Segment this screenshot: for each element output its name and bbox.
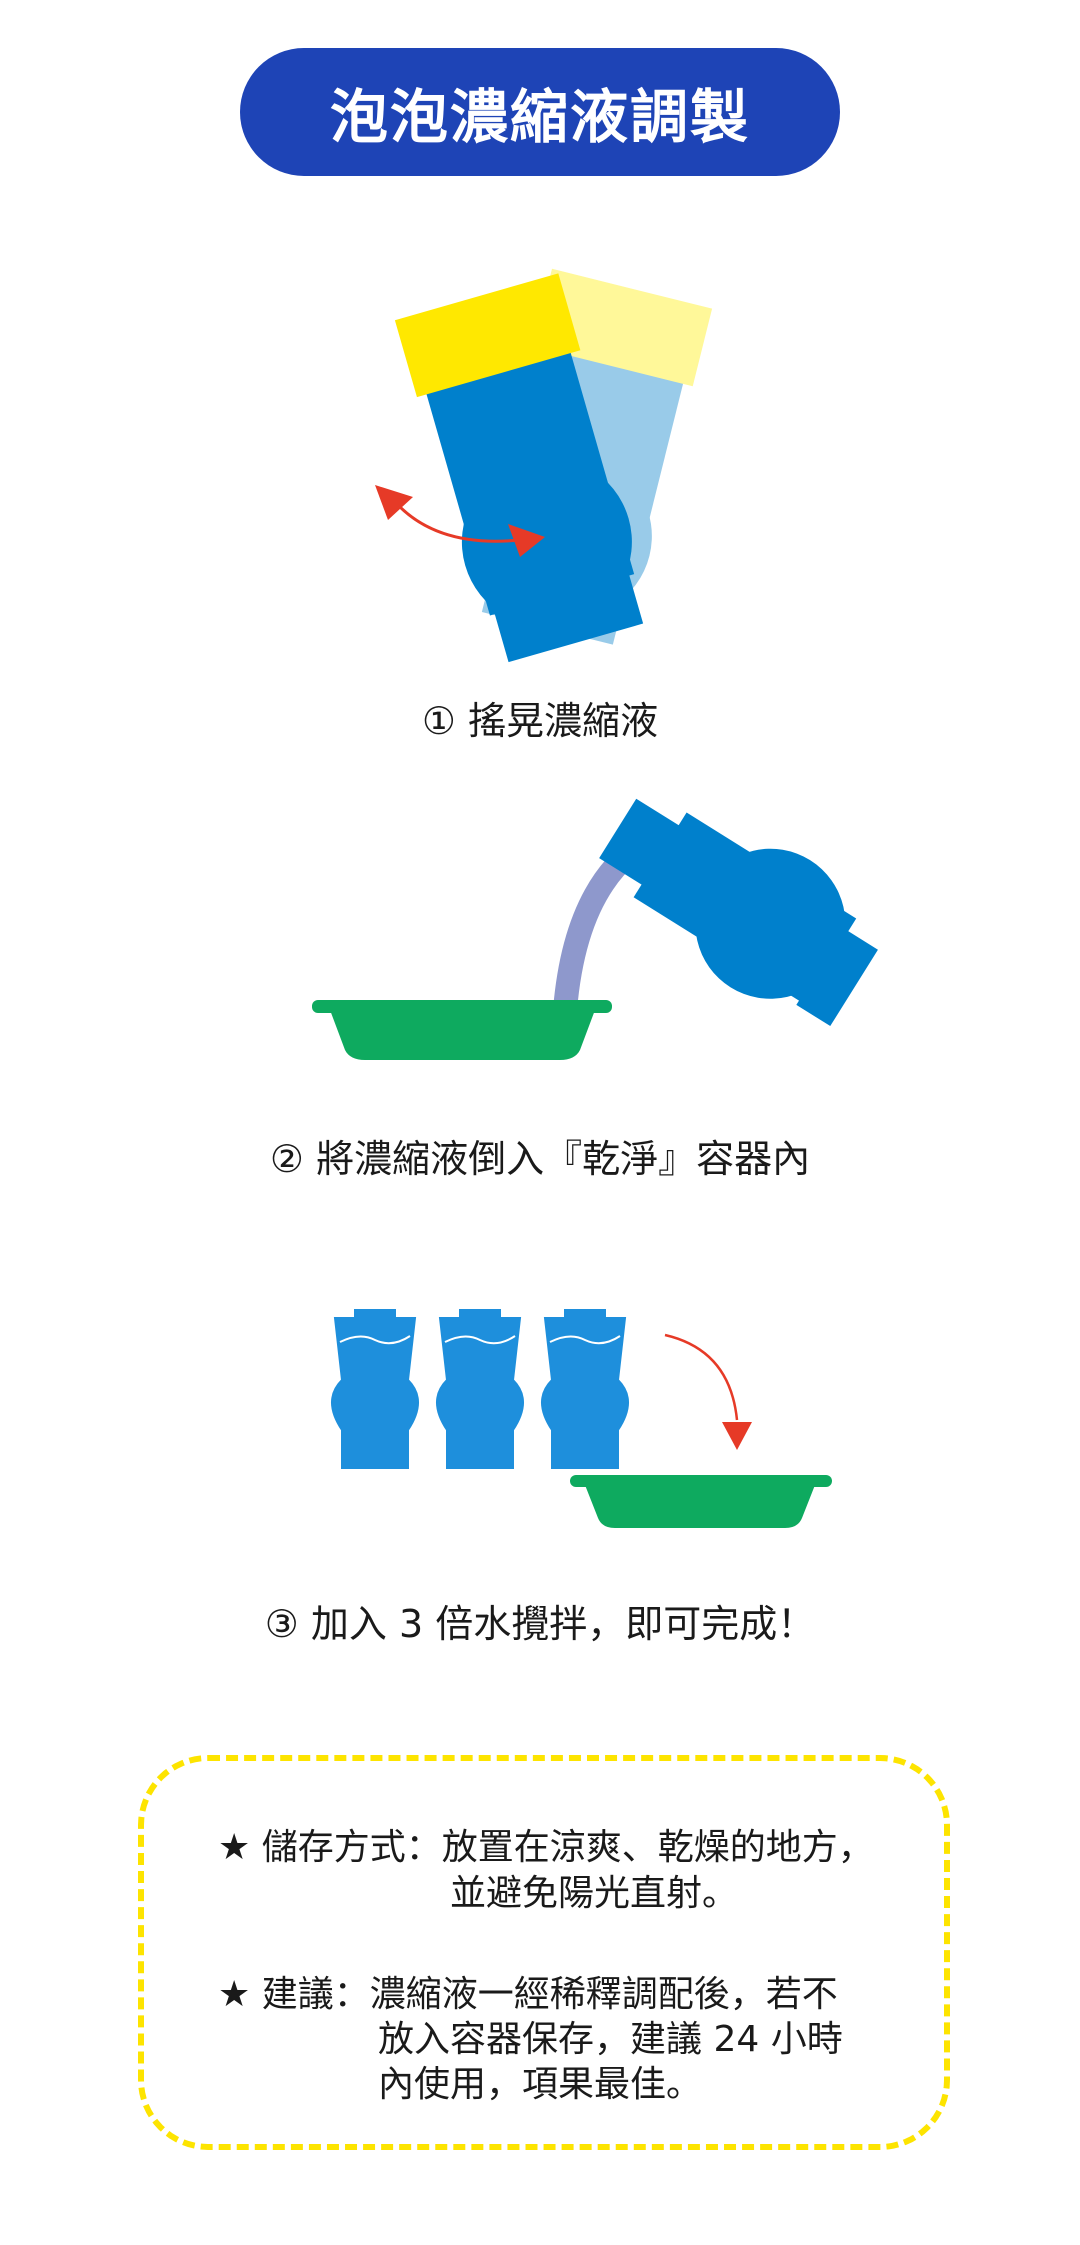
storage-heading: 儲存方式： (261, 1827, 442, 1868)
star-icon: ★ (218, 1827, 251, 1868)
tray-rim (312, 1000, 612, 1013)
advice-heading: 建議： (261, 1974, 370, 2015)
pour-in-arrow-icon (664, 1333, 739, 1421)
arrow-head-down (722, 1422, 752, 1450)
water-cup-1 (331, 1309, 419, 1469)
advice-text-2: 放入容器保存，建議 24 小時 (378, 2019, 843, 2060)
page-title: 泡泡濃縮液調製 (329, 83, 750, 151)
storage-note-line1: ★ 儲存方式：放置在涼爽、乾燥的地方， (218, 1818, 874, 1870)
water-cup-3 (541, 1309, 629, 1469)
pour-illustration (312, 798, 878, 1060)
arrow-head-right (508, 524, 545, 557)
shake-arrow-icon (396, 503, 521, 543)
tray-rim-2 (570, 1475, 832, 1487)
storage-text-1: 放置在涼爽、乾燥的地方， (441, 1827, 874, 1868)
step-2-label: ② 將濃縮液倒入『乾淨』容器內 (269, 1137, 811, 1181)
pouring-bottle (599, 798, 878, 1027)
add-water-illustration (331, 1309, 832, 1528)
step-3-label: ③ 加入 3 倍水攪拌，即可完成！ (264, 1602, 816, 1646)
star-icon: ★ (218, 1974, 251, 2015)
page-title-banner: 泡泡濃縮液調製 (240, 48, 840, 176)
advice-text-1: 濃縮液一經稀釋調配後，若不 (369, 1974, 838, 2015)
step-1-label: ① 搖晃濃縮液 (421, 699, 659, 743)
tray-body (330, 1010, 595, 1060)
advice-note-line1: ★ 建議：濃縮液一經稀釋調配後，若不 (218, 1965, 838, 2017)
arrow-head-left (375, 485, 413, 520)
advice-text-3: 內使用，項果最佳。 (378, 2064, 703, 2105)
notes-box (138, 1755, 950, 2150)
shake-bottle-illustration (375, 268, 713, 663)
water-cup-2 (436, 1309, 524, 1469)
tray-body-2 (585, 1485, 815, 1528)
bottle-front (394, 273, 644, 663)
storage-text-2: 並避免陽光直射。 (450, 1873, 739, 1914)
